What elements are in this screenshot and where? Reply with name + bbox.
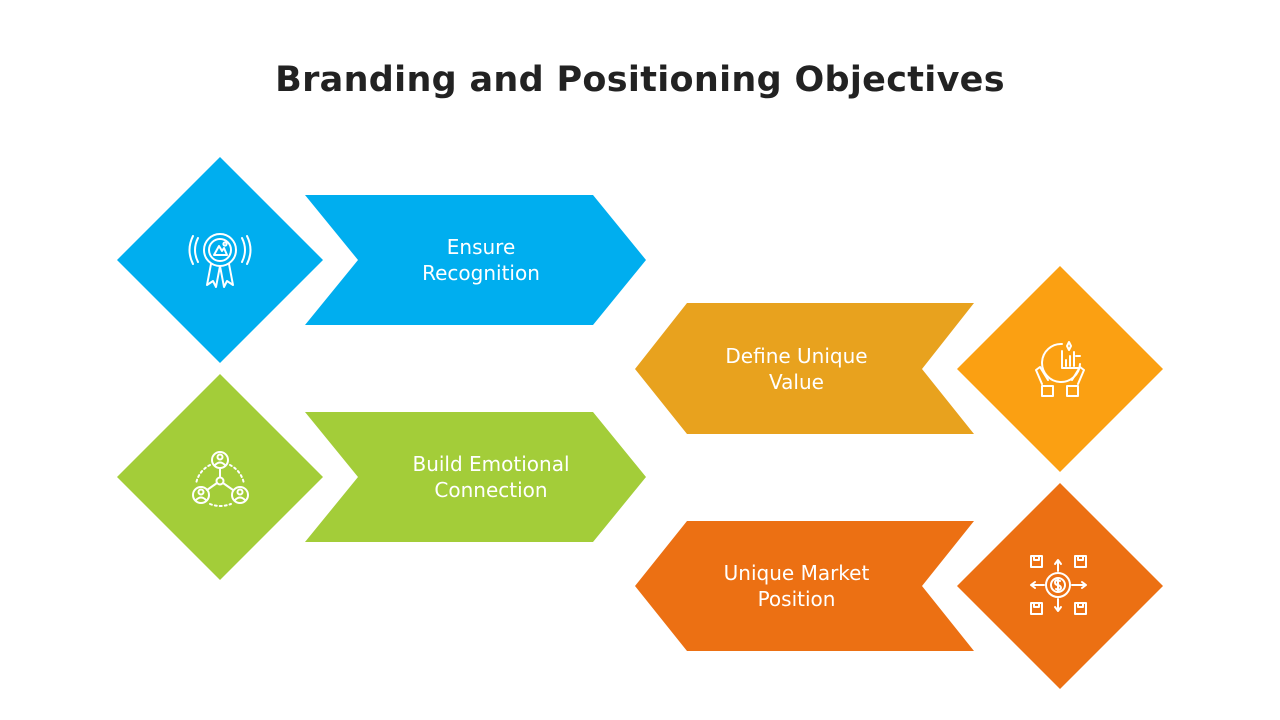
unique-market-position-arrow <box>635 521 974 651</box>
label-unique-market-position: Unique Market Position <box>723 561 870 611</box>
dollar-distribution-icon <box>1030 555 1087 615</box>
people-network-icon <box>192 451 249 507</box>
build-emotional-connection-arrow <box>305 412 646 542</box>
objective-define-unique-value <box>635 266 1163 472</box>
objective-unique-market-position <box>635 483 1163 689</box>
define-unique-value-diamond <box>957 266 1163 472</box>
define-unique-value-arrow <box>635 303 974 434</box>
page-title: Branding and Positioning Objectives <box>275 60 1005 100</box>
award-badge-icon <box>188 233 252 288</box>
label-define-unique-value: Define Unique Value <box>725 344 868 394</box>
ensure-recognition-arrow <box>305 195 646 325</box>
label-ensure-recognition: Ensure Recognition <box>422 235 540 285</box>
label-build-emotional-connection: Build Emotional Connection <box>412 452 570 502</box>
growth-chart-hands-icon <box>1035 341 1085 397</box>
objective-ensure-recognition <box>117 157 646 363</box>
objective-build-emotional-connection <box>117 374 646 580</box>
